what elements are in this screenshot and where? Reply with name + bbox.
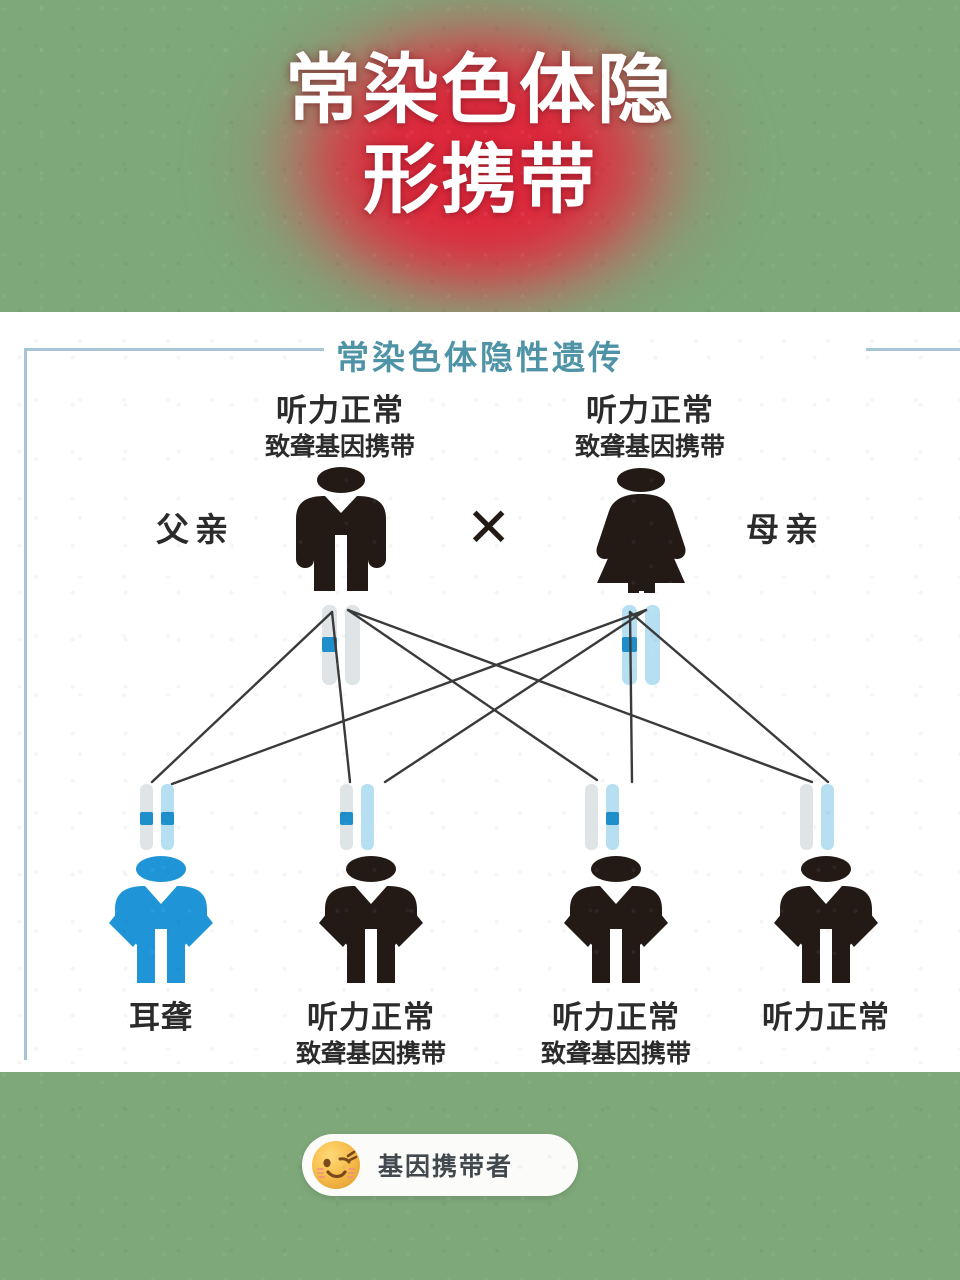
father-figure [285,467,397,598]
child-4-status-main: 听力正常 [762,1000,890,1035]
gene-band [161,812,174,825]
father-status-sub: 致聋基因携带 [264,433,415,461]
mother-status-sub: 致聋基因携带 [574,433,725,461]
male-figure-icon [296,467,386,591]
gene-band [606,812,619,825]
child-figure-icon [319,856,423,983]
winking-face-emoji [310,1139,362,1191]
father-chromosome-2 [345,605,360,685]
child-figure-icon [564,856,668,983]
child-3-figure [558,855,674,990]
mother-status-main: 听力正常 [586,393,714,428]
child-2-chromosome-1 [340,784,353,850]
carrier-badge[interactable]: 基因携带者 [302,1134,578,1196]
father-status-main: 听力正常 [276,393,404,428]
panel-border-top-left [24,348,324,351]
inheritance-link-lines [150,608,830,786]
gene-band [322,637,337,652]
child-3-status-sub: 致聋基因携带 [540,1040,691,1068]
child-2-status-sub: 致聋基因携带 [295,1040,446,1068]
child-1-status-main: 耳聋 [129,1000,193,1035]
child-figure-icon [109,856,213,983]
child-3-chromosome-1 [585,784,598,850]
mother-role-label: 母亲 [746,511,824,548]
child-4-chromosome-1 [800,784,813,850]
cross-symbol-icon: ✕ [466,496,512,559]
panel-border-top-right [866,348,960,351]
gene-band [340,812,353,825]
mother-chromosome-2 [645,605,660,685]
child-4-figure [768,855,884,990]
poster-header: 常染色体隐 形携带 [0,0,960,312]
diagram-panel [0,312,960,1072]
child-1-figure [103,855,219,990]
father-role-label: 父亲 [156,511,234,548]
child-2-status-main: 听力正常 [307,1000,435,1035]
child-2-chromosome-2 [361,784,374,850]
panel-border-left [24,348,27,1060]
child-3-chromosome-2 [606,784,619,850]
child-3-status-main: 听力正常 [552,1000,680,1035]
child-2-figure [313,855,429,990]
child-figure-icon [774,856,878,983]
carrier-badge-label: 基因携带者 [378,1153,514,1181]
child-4-chromosome-2 [821,784,834,850]
child-1-chromosome-2 [161,784,174,850]
header-red-glow [170,0,790,312]
child-1-chromosome-1 [140,784,153,850]
gene-band [140,812,153,825]
diagram-title: 常染色体隐性遗传 [336,339,624,376]
mother-figure [585,467,697,598]
female-figure-icon [596,468,686,593]
poster-title: 常染色体隐 形携带 [285,48,675,223]
